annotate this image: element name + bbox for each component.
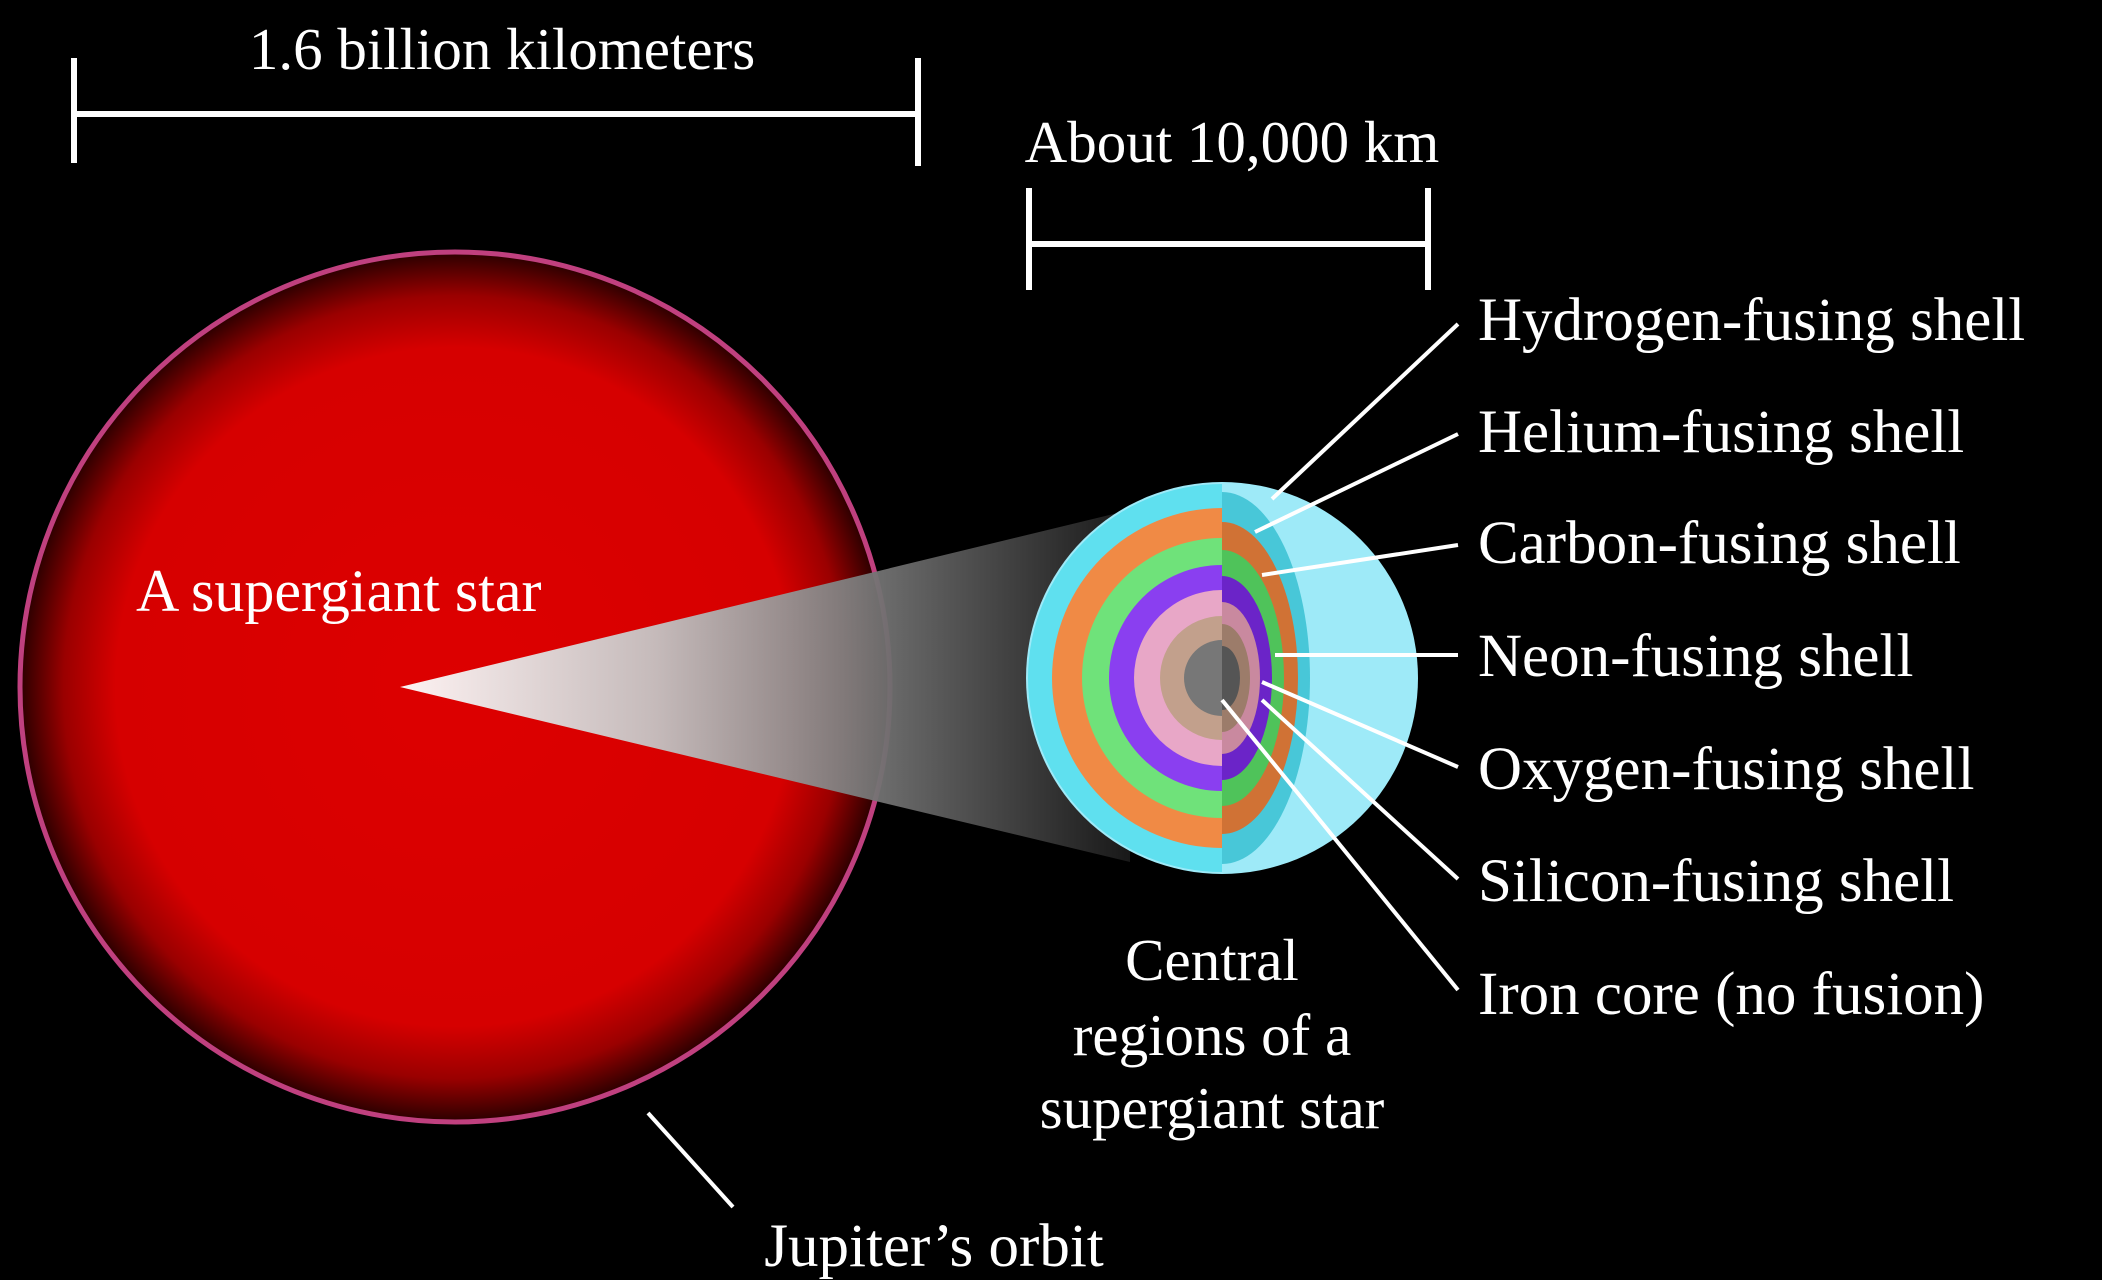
- leader-hydrogen: [1270, 322, 1460, 501]
- supergiant-star-label: A supergiant star: [136, 558, 542, 624]
- caption-line-2: regions of a: [1073, 1002, 1352, 1068]
- shell-rings: [1028, 484, 1222, 872]
- orbit-leader-line: [646, 1111, 735, 1209]
- leader-iron: [1220, 698, 1460, 992]
- leader-oxygen: [1261, 680, 1459, 769]
- shell-label-silicon: Silicon-fusing shell: [1478, 848, 1954, 915]
- magnification-cone: [400, 510, 1130, 862]
- shell-label-helium: Helium-fusing shell: [1478, 399, 1964, 466]
- small-scale-label: About 10,000 km: [1025, 109, 1440, 175]
- small-scale-bar: [1026, 188, 1431, 290]
- shell-label-iron: Iron core (no fusion): [1478, 961, 1984, 1028]
- shell-label-hydrogen: Hydrogen-fusing shell: [1478, 287, 2025, 354]
- iron-core: [1184, 640, 1222, 716]
- leader-carbon: [1261, 543, 1459, 577]
- orbit-label: Jupiter’s orbit: [764, 1213, 1103, 1280]
- central-region-caption: Central regions of a supergiant star: [1040, 927, 1385, 1141]
- large-scale-bar: [71, 58, 921, 166]
- caption-line-1: Central: [1125, 927, 1299, 993]
- central-region-cross-section: [1026, 482, 1418, 874]
- caption-line-3: supergiant star: [1040, 1075, 1385, 1141]
- shell-label-carbon: Carbon-fusing shell: [1478, 510, 1961, 577]
- shell-label-oxygen: Oxygen-fusing shell: [1478, 736, 1974, 803]
- shell-label-neon: Neon-fusing shell: [1478, 623, 1913, 690]
- shell-leader-lines: [1220, 322, 1460, 992]
- leader-silicon: [1260, 698, 1460, 881]
- leader-helium: [1254, 432, 1459, 534]
- large-scale-label: 1.6 billion kilometers: [249, 16, 755, 82]
